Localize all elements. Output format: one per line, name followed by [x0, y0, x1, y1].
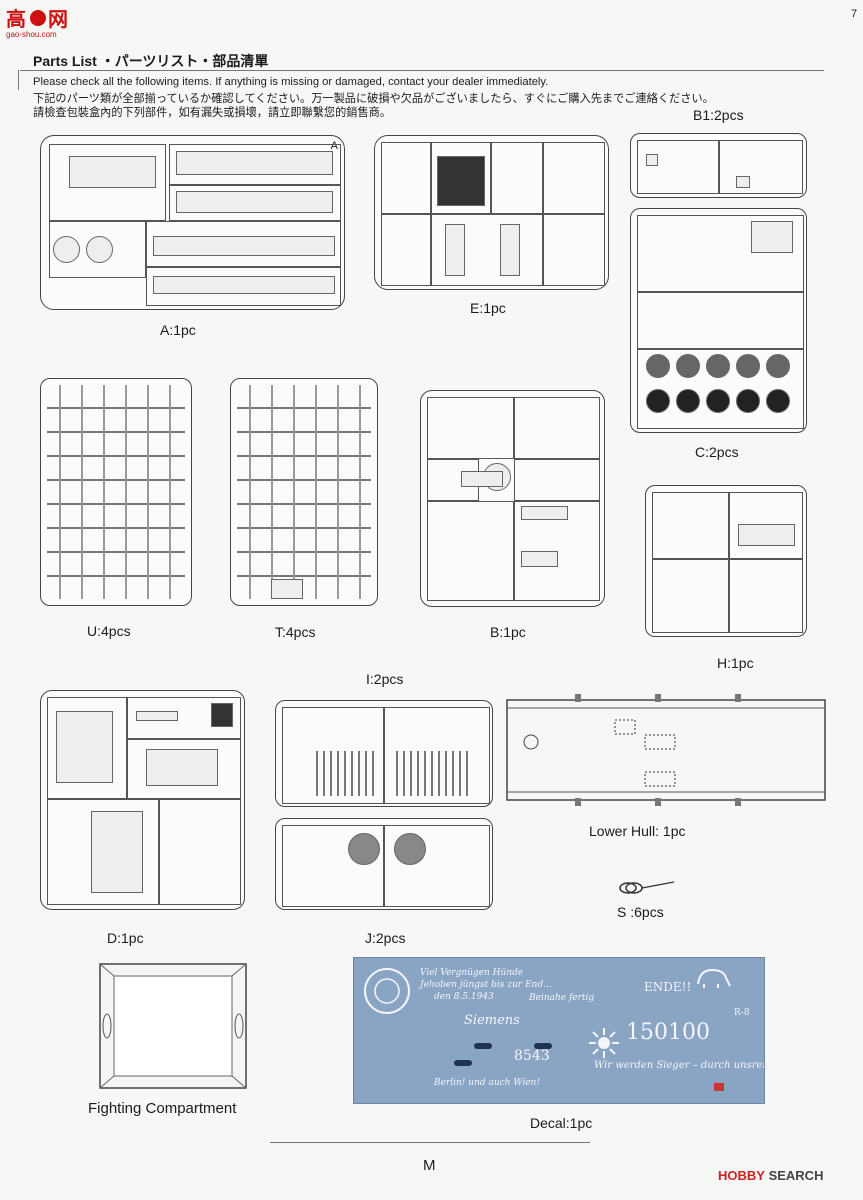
label-sprue-i: I:2pcs [366, 671, 404, 687]
label-sprue-j: J:2pcs [365, 930, 406, 946]
sprue-b1 [630, 133, 807, 198]
svg-text:网: 网 [48, 7, 68, 31]
sprue-c [630, 208, 807, 433]
instruction-en: Please check all the following items. If… [33, 76, 549, 88]
site-logo: 高 网 [4, 4, 74, 40]
svg-text:高: 高 [6, 7, 26, 31]
sprue-d [40, 690, 245, 910]
label-decal: Decal:1pc [530, 1115, 593, 1131]
decal-text-2: Jehoben jüngst bis zur End… [420, 980, 553, 990]
edge-number: 7 [851, 8, 858, 20]
decal-text-1: Viel Vergnügen Hünde [420, 968, 524, 978]
page-letter: M [423, 1157, 436, 1174]
sun-emblem-icon [589, 1028, 619, 1058]
decal-text-7: 150100 [626, 1020, 710, 1045]
header-rule [20, 70, 824, 71]
decal-text-3: den 8.5.1943 [434, 992, 494, 1002]
label-lower-hull: Lower Hull: 1pc [589, 823, 686, 839]
elephant-emblem-icon [697, 968, 731, 988]
decal-sheet: Viel Vergnügen Hünde Jehoben jüngst bis … [353, 957, 765, 1104]
label-fighting-compartment: Fighting Compartment [88, 1100, 237, 1117]
decal-text-10: 8543 [514, 1048, 550, 1064]
label-sprue-c: C:2pcs [695, 444, 739, 460]
decal-text-4: Siemens [464, 1013, 520, 1028]
sprue-j [275, 818, 493, 910]
footer-rule [270, 1142, 590, 1143]
sprue-a: A [40, 135, 345, 310]
label-sprue-a: A:1pc [160, 322, 196, 338]
watermark-rest: SEARCH [764, 1168, 824, 1183]
fighting-compartment-drawing [99, 963, 247, 1089]
decal-text-9: Berlin! und auch Wien! [434, 1078, 541, 1088]
label-sprue-e: E:1pc [470, 300, 506, 316]
instruction-zh: 請檢查包裝盒內的下列部件，如有漏失或損壞，請立即聯繫您的銷售商。 [33, 107, 392, 119]
site-logo-url: gao-shou.com [6, 30, 57, 39]
lower-hull-drawing [506, 694, 826, 806]
sprue-h [645, 485, 807, 637]
instruction-jp: 下記のパーツ類が全部揃っているか確認してください。万一製品に破損や欠品がございま… [33, 93, 714, 105]
page-title: Parts List ・パーツリスト・部品清單 [33, 53, 269, 69]
label-sprue-b: B:1pc [490, 624, 526, 640]
watermark: HOBBY SEARCH [718, 1168, 823, 1183]
watermark-brand: HOBBY [718, 1168, 765, 1183]
sprue-b [420, 390, 605, 607]
spring-part-s [619, 881, 675, 894]
sprue-i [275, 700, 493, 807]
label-part-s: S :6pcs [617, 904, 664, 920]
sprue-a-tag: A [330, 140, 338, 152]
decal-text-6: ENDE!! [644, 980, 692, 994]
sprue-t [230, 378, 378, 606]
sprue-e [374, 135, 609, 290]
label-sprue-u: U:4pcs [87, 623, 131, 639]
label-sprue-t: T:4pcs [275, 624, 316, 640]
decal-text-8: Wir werden Sieger – durch unsren Tiger! [594, 1060, 764, 1071]
decal-text-5: Beinahe fertig [529, 993, 595, 1003]
label-sprue-h: H:1pc [717, 655, 754, 671]
seal-emblem-icon [364, 968, 410, 1014]
sprue-u [40, 378, 192, 606]
label-sprue-b1: B1:2pcs [693, 107, 744, 123]
decal-text-11: R-8 [734, 1008, 750, 1018]
header-rule-left [18, 70, 19, 90]
label-sprue-d: D:1pc [107, 930, 144, 946]
